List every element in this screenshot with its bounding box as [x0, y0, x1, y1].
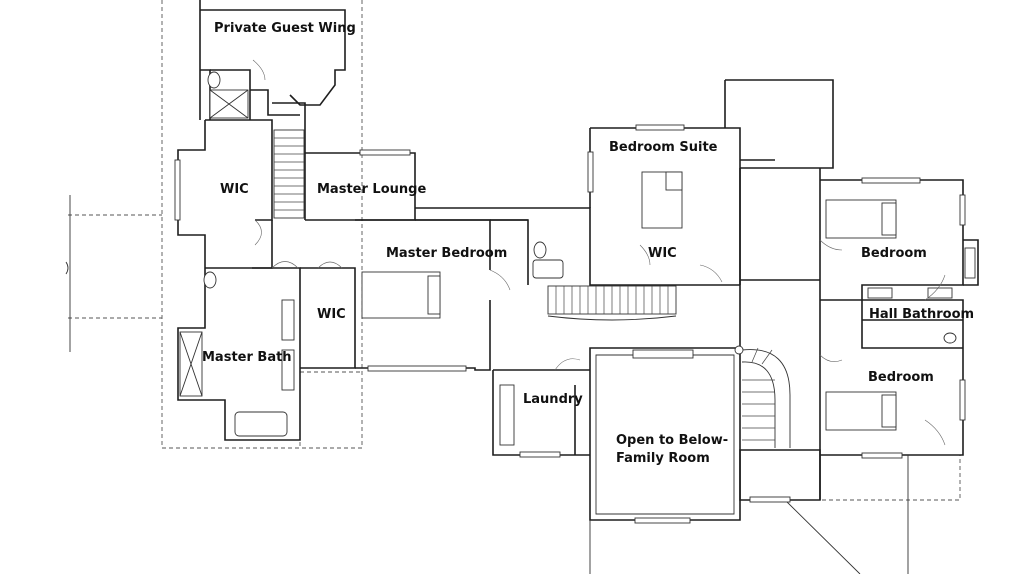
room-labels: Private Guest Wing WIC Master Lounge Mas… — [202, 21, 974, 466]
stairs — [273, 129, 791, 448]
label-master-bedroom: Master Bedroom — [386, 246, 507, 261]
label-bedroom-lower-right: Bedroom — [868, 370, 934, 385]
label-laundry: Laundry — [523, 392, 583, 407]
label-bedroom-upper-right: Bedroom — [861, 246, 927, 261]
label-wic-upper: WIC — [220, 182, 249, 197]
label-open-to-below-line1: Open to Below- — [616, 433, 728, 448]
guest-wing-stair — [273, 129, 305, 219]
label-wic-master: WIC — [317, 307, 346, 322]
label-master-bath: Master Bath — [202, 350, 292, 365]
fireplace — [632, 349, 694, 359]
center-stair — [547, 285, 677, 321]
master-bed — [361, 271, 441, 319]
label-open-to-below-line2: Family Room — [616, 451, 710, 466]
walls — [177, 0, 979, 574]
bathtub — [234, 411, 288, 437]
windows — [174, 124, 966, 524]
label-bedroom-suite: Bedroom Suite — [609, 140, 718, 155]
label-private-guest-wing: Private Guest Wing — [214, 21, 356, 36]
curved-stair — [734, 345, 791, 448]
master-toilet — [203, 271, 217, 289]
doors — [252, 59, 946, 446]
label-master-lounge: Master Lounge — [317, 182, 426, 197]
laundry-counter — [499, 384, 515, 446]
label-hall-bathroom: Hall Bathroom — [869, 307, 974, 322]
furniture — [179, 71, 976, 446]
guest-toilet — [207, 71, 221, 89]
label-wic-suite: WIC — [648, 246, 677, 261]
